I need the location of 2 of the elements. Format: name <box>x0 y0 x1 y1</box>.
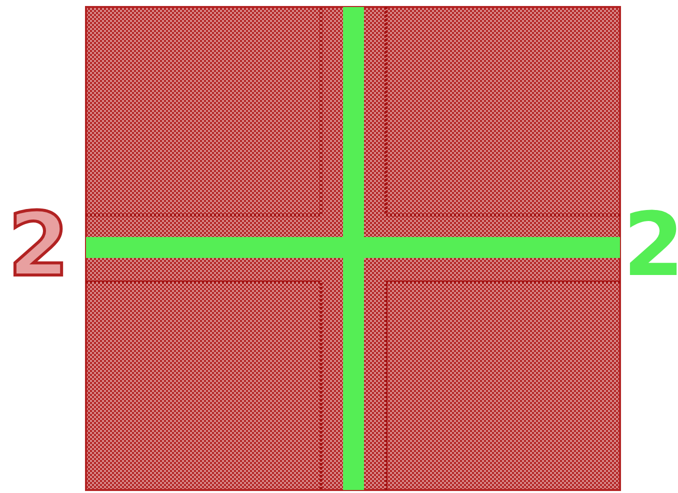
number-label: 2 <box>8 195 70 295</box>
number-label: 2 <box>623 195 678 295</box>
